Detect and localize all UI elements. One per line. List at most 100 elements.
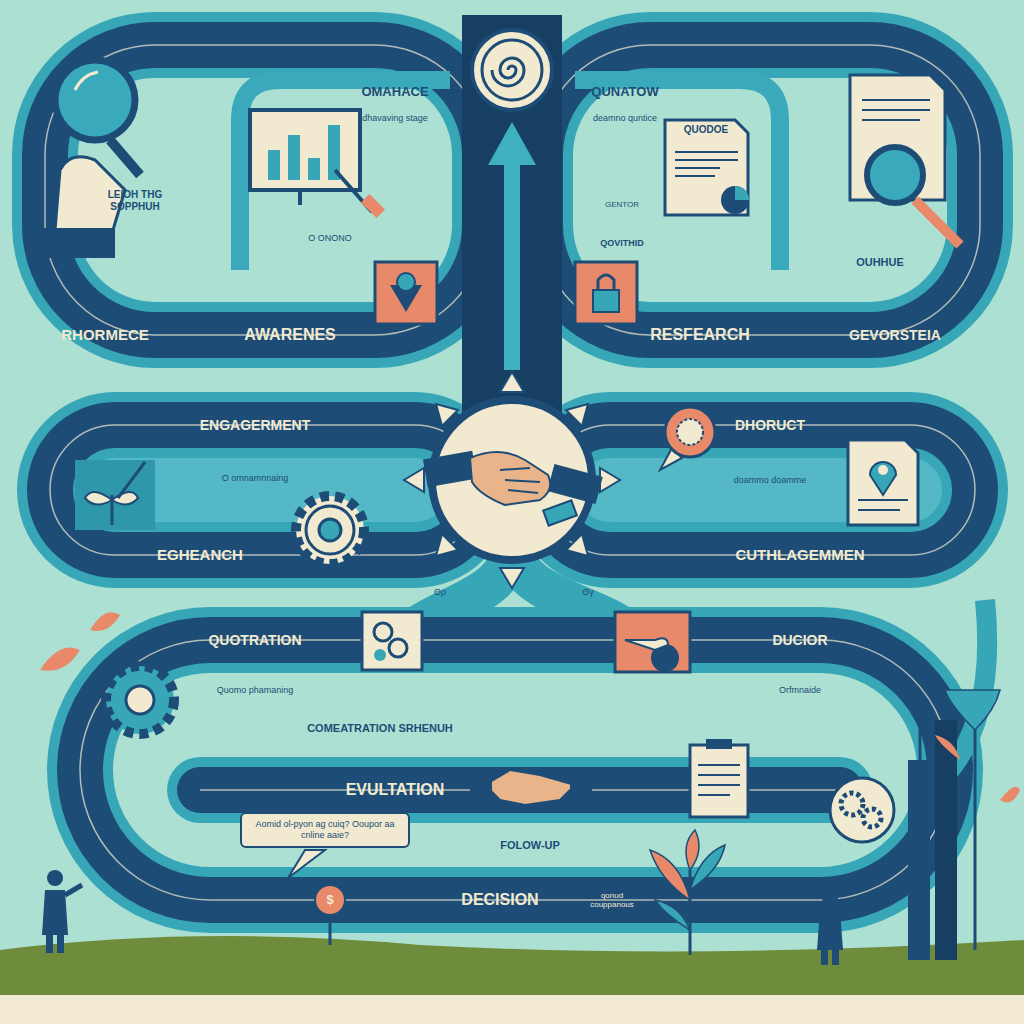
- plant: [686, 830, 699, 870]
- paper-magnifier-icon: [862, 109, 930, 111]
- handshake-hub: [404, 372, 620, 588]
- lock-square: [575, 262, 637, 324]
- spiral-icon: [492, 58, 524, 86]
- hand-square: [615, 612, 690, 672]
- badge-icon: [677, 419, 703, 445]
- gears-circle: [830, 778, 894, 842]
- dollar-pin: [315, 885, 345, 915]
- road-middle-right: [545, 425, 975, 555]
- gears-circle: [841, 793, 863, 815]
- small-note: QOVITHID: [600, 238, 644, 248]
- chain-picture: [389, 639, 407, 657]
- magnifier-icon: [55, 60, 135, 140]
- handshake-small: [470, 780, 492, 794]
- hand-square: [615, 612, 690, 672]
- gear-icon-bottom: [126, 686, 154, 714]
- road-bottom: [80, 640, 950, 900]
- road-label: GEVORSTEIA: [849, 327, 941, 343]
- road-top-left: [45, 45, 485, 335]
- leaf: [40, 648, 80, 671]
- road-label: AWARENES: [244, 326, 336, 344]
- rising-bars: [919, 700, 922, 760]
- small-note: O ONONO: [308, 233, 352, 243]
- handshake-hub: [500, 372, 524, 392]
- road-middle-left: [50, 425, 480, 555]
- location-square: [375, 262, 437, 324]
- road-label: RHORMECE: [61, 326, 149, 343]
- road-top-right: [540, 45, 980, 335]
- handshake-hub: [500, 468, 540, 493]
- stage-note: O omnamnnaing: [222, 473, 289, 483]
- pen-leaf-icon: [118, 462, 145, 498]
- person-right: [817, 910, 843, 950]
- handshake-small: [570, 778, 592, 792]
- badge-icon: [660, 407, 715, 470]
- plant: [689, 870, 692, 955]
- map-document-icon: [848, 440, 918, 525]
- handshake-hub: [470, 452, 550, 505]
- pen-leaf-icon: [85, 492, 112, 505]
- lock-square: [575, 262, 637, 324]
- gear-icon-bottom: [106, 666, 174, 734]
- map-document-icon: [848, 440, 918, 525]
- pen-leaf-icon: [112, 492, 138, 505]
- person-left: [57, 935, 64, 953]
- handshake-hub: [404, 468, 424, 492]
- handshake-small: [485, 770, 575, 805]
- bubble-tail: [288, 850, 325, 878]
- bubble-tail: [288, 850, 325, 878]
- plant-right: [935, 735, 960, 760]
- ground: [0, 936, 1024, 1024]
- road-middle-right: [545, 425, 975, 555]
- person-right: [832, 950, 839, 965]
- stage-note: COMEATRATION SRHENUH: [307, 722, 453, 735]
- chain-picture: [374, 623, 392, 641]
- document-heading: QUODOE: [684, 124, 728, 136]
- stage-note: dhavaving stage: [360, 113, 430, 123]
- small-note: Θρ: [434, 587, 446, 597]
- road-label: CUTHLAGEMMEN: [735, 546, 864, 563]
- map-document-icon: [870, 462, 896, 495]
- road-middle-left: [50, 425, 480, 555]
- person-left: [42, 890, 68, 935]
- spiral-icon: [482, 40, 542, 100]
- stage-title: QUNATOW: [591, 85, 658, 100]
- document-icon: [721, 186, 749, 214]
- document-icon: [735, 186, 749, 200]
- road-label: DECISION: [461, 891, 538, 909]
- clipboard-icon: [690, 745, 748, 817]
- handshake-hub: [404, 372, 620, 588]
- road-label: EGHEANCH: [157, 546, 243, 563]
- location-square: [375, 262, 437, 324]
- handshake-hub: [547, 464, 603, 504]
- document-node: QUODOE: [667, 122, 745, 138]
- road-label: ENGAGERMENT: [200, 417, 310, 433]
- person-left: [65, 885, 82, 895]
- inner-track: [575, 80, 780, 270]
- hand-note: LEIOH THG SOPPHUH: [90, 189, 180, 212]
- handshake-hub: [600, 468, 620, 492]
- pen-leaf-icon: [75, 460, 155, 530]
- paper-magnifier-icon: [915, 200, 960, 245]
- rising-bars: [908, 760, 930, 960]
- road-bottom: [80, 600, 987, 900]
- leaf: [90, 612, 120, 631]
- central-bar: [488, 122, 536, 165]
- paper-magnifier-icon: [850, 75, 960, 245]
- magnifier-icon: [110, 140, 140, 175]
- ground: [0, 936, 1024, 1024]
- monitor-icon: [361, 194, 385, 218]
- hand-square: [625, 638, 668, 650]
- gear-icon-bottom: [106, 666, 174, 734]
- plant: [650, 830, 725, 955]
- road-top-right: [540, 45, 980, 335]
- handshake-small: [470, 770, 592, 805]
- person-right: [821, 950, 828, 965]
- gear-icon: [306, 506, 354, 554]
- lock-square: [593, 290, 619, 312]
- clipboard-icon: [698, 794, 730, 796]
- road-middle-left: [50, 425, 480, 555]
- monitor-icon: [250, 110, 385, 218]
- road-label: QUOTRATION: [208, 632, 301, 648]
